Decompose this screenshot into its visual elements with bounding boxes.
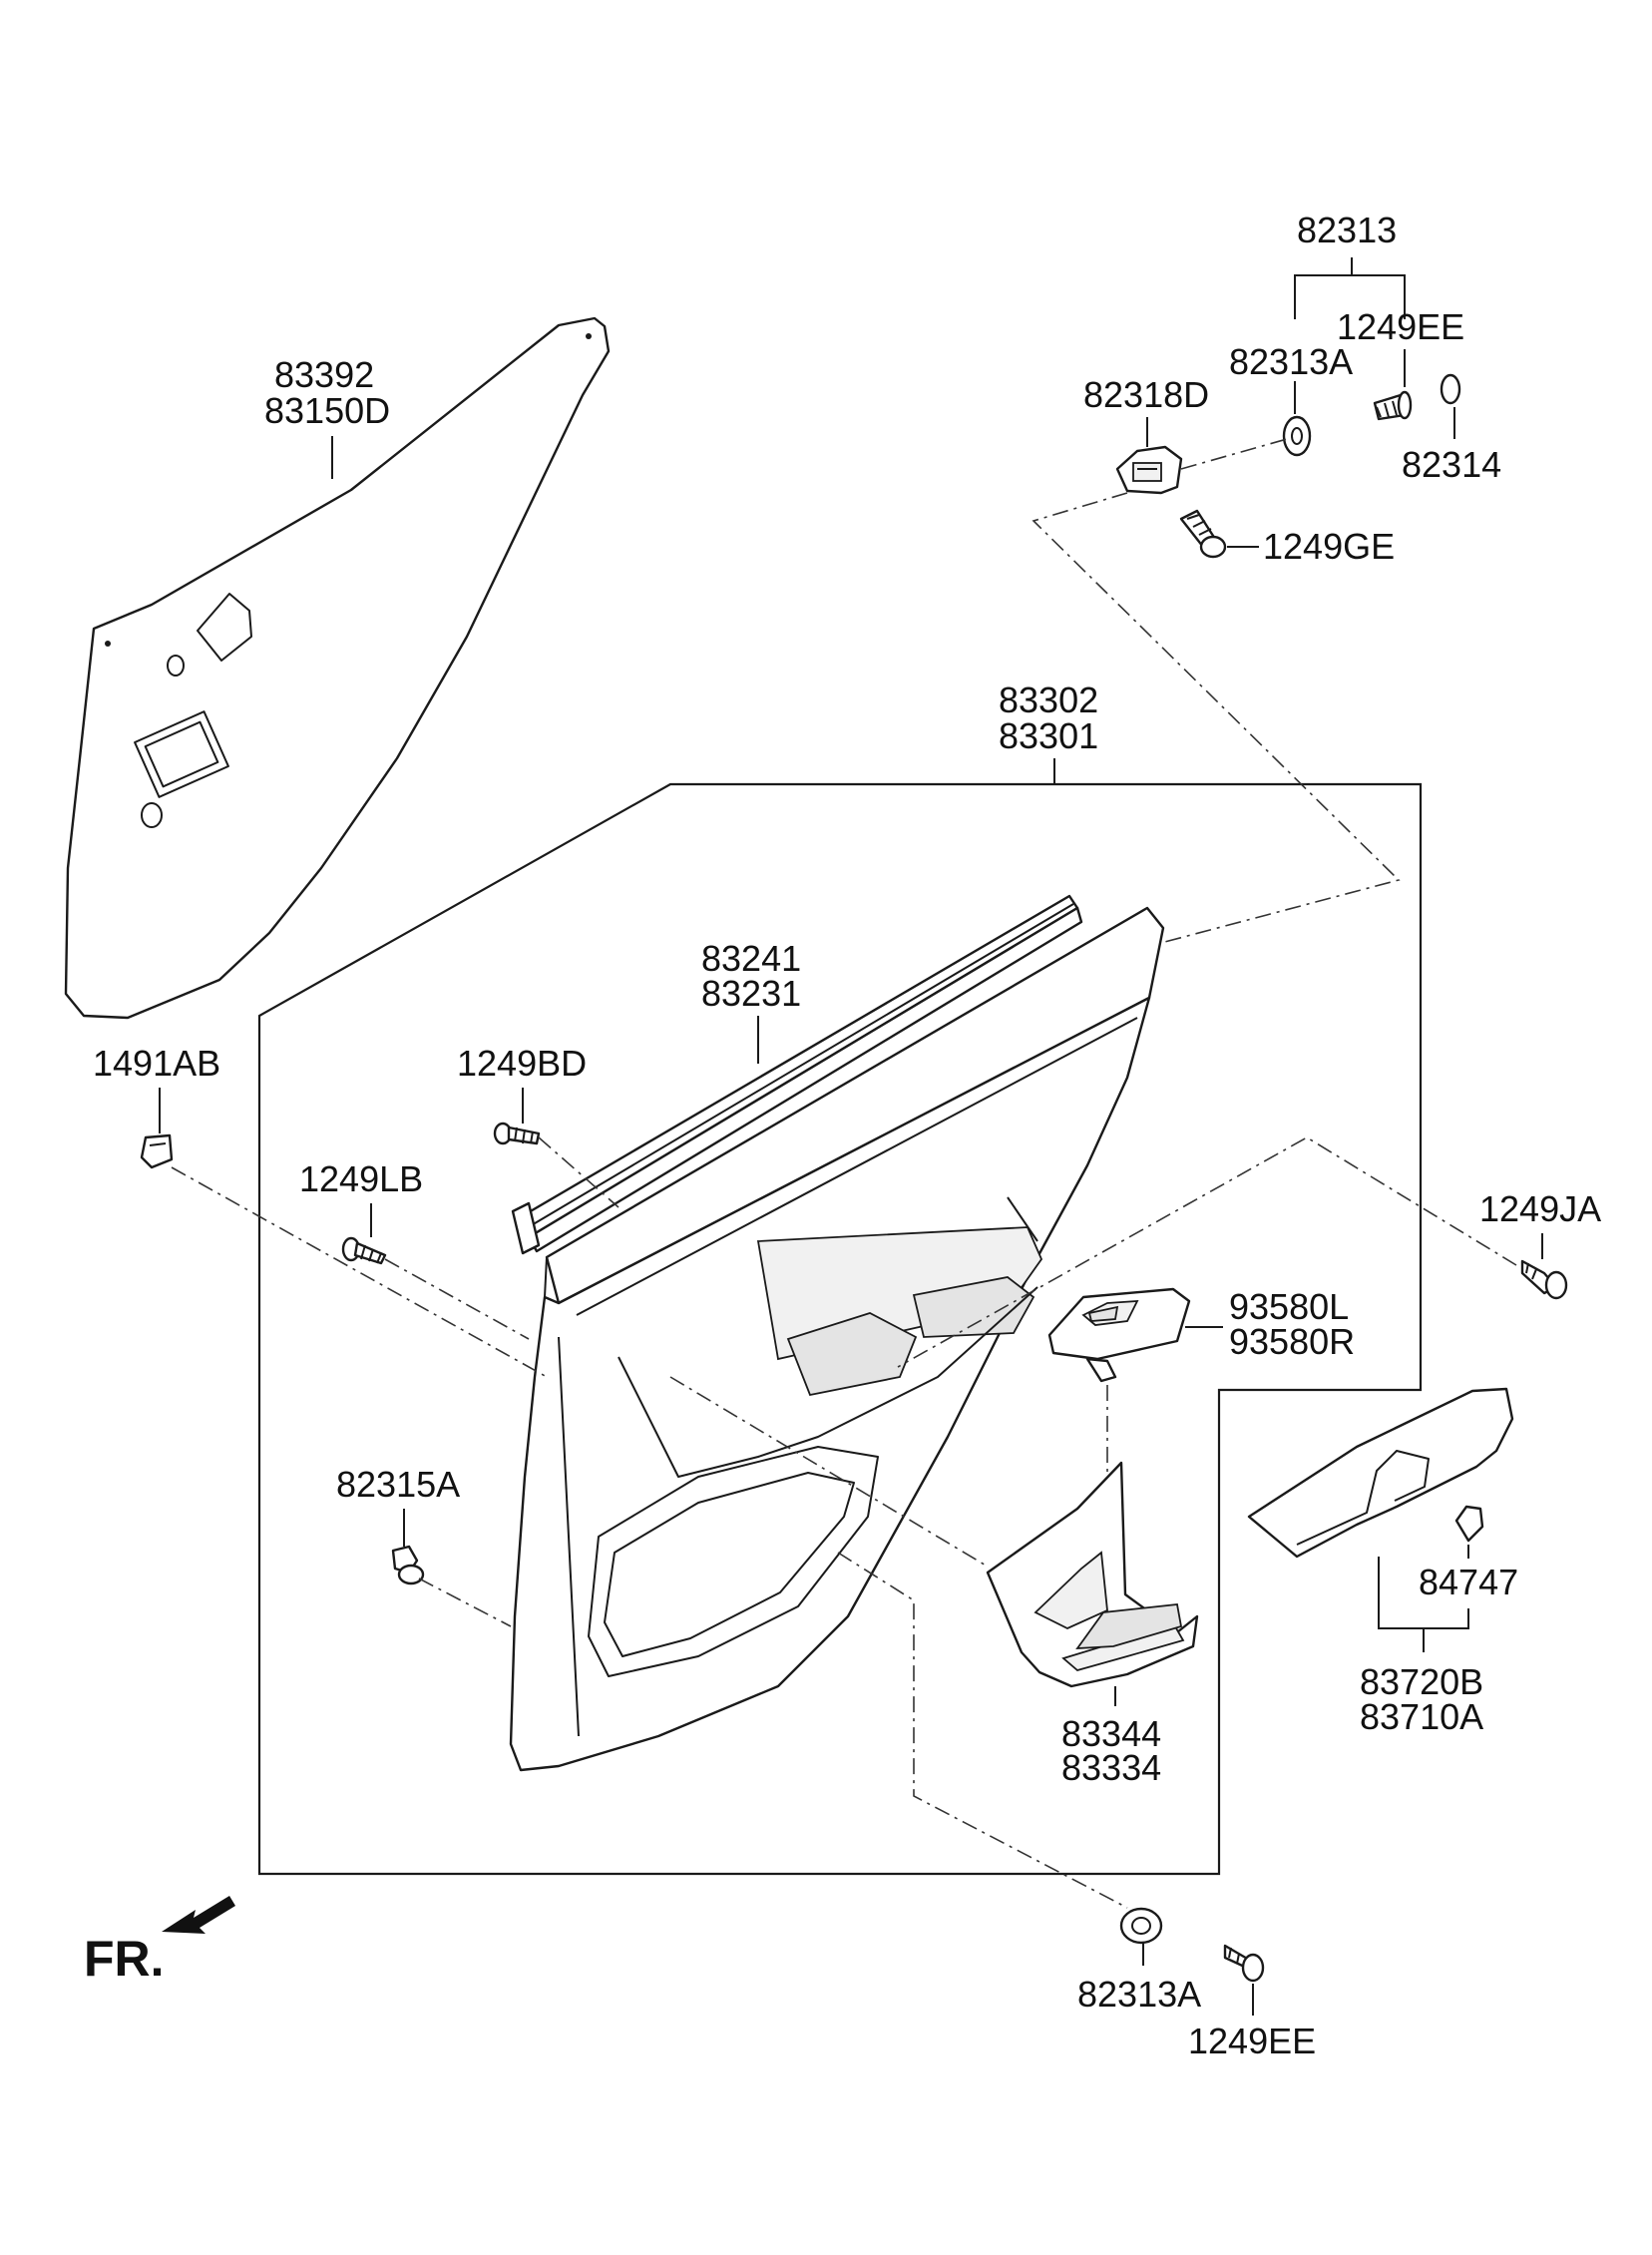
- label-83334: 83334: [1061, 1747, 1161, 1788]
- label-83301: 83301: [999, 715, 1098, 756]
- label-83231: 83231: [701, 973, 801, 1014]
- pull-handle-83720B: [1247, 1387, 1514, 1559]
- grommet-82313A-top: [1282, 415, 1312, 457]
- ring-82314: [1440, 373, 1461, 405]
- label-82315A: 82315A: [336, 1464, 460, 1505]
- handle-82318D: [1115, 445, 1183, 495]
- label-83710A: 83710A: [1360, 1696, 1483, 1737]
- weatherstrip-83241: [511, 894, 1083, 1255]
- label-82318D: 82318D: [1083, 374, 1209, 415]
- clip-1491AB: [140, 1133, 174, 1169]
- label-1249JA: 1249JA: [1479, 1188, 1601, 1229]
- label-82313A-bottom: 82313A: [1077, 1974, 1201, 2015]
- label-82313A-top: 82313A: [1229, 341, 1353, 382]
- label-93580L: 93580L: [1229, 1286, 1349, 1327]
- front-label: FR.: [84, 1931, 165, 1987]
- power-window-switch-93580: [1047, 1287, 1191, 1383]
- label-83392: 83392: [274, 354, 374, 395]
- label-83150D: 83150D: [264, 390, 390, 431]
- screw-1249JA: [1520, 1259, 1568, 1300]
- screw-1249EE-top: [1373, 390, 1413, 421]
- clip-84747: [1454, 1505, 1484, 1543]
- label-84747: 84747: [1419, 1562, 1518, 1602]
- screw-1249LB: [341, 1236, 387, 1265]
- screw-1249GE: [1179, 509, 1227, 559]
- label-83720B: 83720B: [1360, 1661, 1483, 1702]
- label-82314: 82314: [1402, 444, 1501, 485]
- separator-panel-83392: [64, 316, 611, 1020]
- clip-82315A: [391, 1545, 425, 1585]
- label-1491AB: 1491AB: [93, 1043, 220, 1084]
- armrest-bezel-83344: [986, 1461, 1199, 1688]
- assembly-frame: [257, 782, 1423, 1876]
- grommet-82313A-bottom: [1119, 1907, 1163, 1945]
- label-1249BD: 1249BD: [457, 1043, 587, 1084]
- screw-1249EE-bottom: [1223, 1944, 1265, 1983]
- label-1249GE: 1249GE: [1263, 526, 1395, 567]
- label-83344: 83344: [1061, 1713, 1161, 1754]
- label-83241: 83241: [701, 938, 801, 979]
- door-trim-panel: [509, 906, 1165, 1772]
- screw-1249BD: [493, 1122, 541, 1145]
- front-direction-arrow-icon: [162, 1896, 235, 1934]
- label-82313: 82313: [1297, 210, 1397, 250]
- label-1249LB: 1249LB: [299, 1158, 423, 1199]
- label-83302: 83302: [999, 679, 1098, 720]
- label-93580R: 93580R: [1229, 1321, 1355, 1362]
- label-1249EE-top: 1249EE: [1337, 306, 1464, 347]
- label-1249EE-bottom: 1249EE: [1188, 2021, 1316, 2061]
